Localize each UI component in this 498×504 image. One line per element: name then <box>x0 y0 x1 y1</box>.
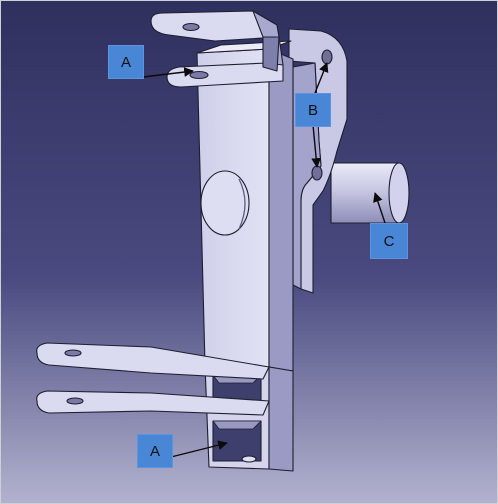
main-column <box>196 40 294 372</box>
callout-a-top: A <box>108 45 144 79</box>
cylindrical-pin <box>330 162 410 224</box>
bottom-fork-hole-lower <box>66 397 84 405</box>
callout-c-arrow <box>373 192 386 224</box>
callout-b-arrow-lower <box>311 124 322 168</box>
top-clevis-fork <box>150 10 284 88</box>
bottom-fork-hole-upper <box>64 349 82 357</box>
callout-a-bottom-arrow <box>170 440 228 458</box>
mounting-hole-upper <box>321 49 333 65</box>
callout-c: C <box>370 223 408 259</box>
mounting-hole-lower <box>311 165 323 181</box>
top-fork-hole-lower <box>189 70 209 80</box>
bottom-clevis-fork <box>36 342 270 416</box>
callout-a-top-arrow <box>142 67 194 78</box>
callout-b: B <box>295 93 331 127</box>
lower-extension-block <box>204 364 294 472</box>
top-fork-hole-upper <box>182 22 200 32</box>
column-circular-boss <box>200 170 250 236</box>
callout-b-arrow-upper <box>314 62 329 94</box>
callout-a-bottom: A <box>137 434 173 468</box>
